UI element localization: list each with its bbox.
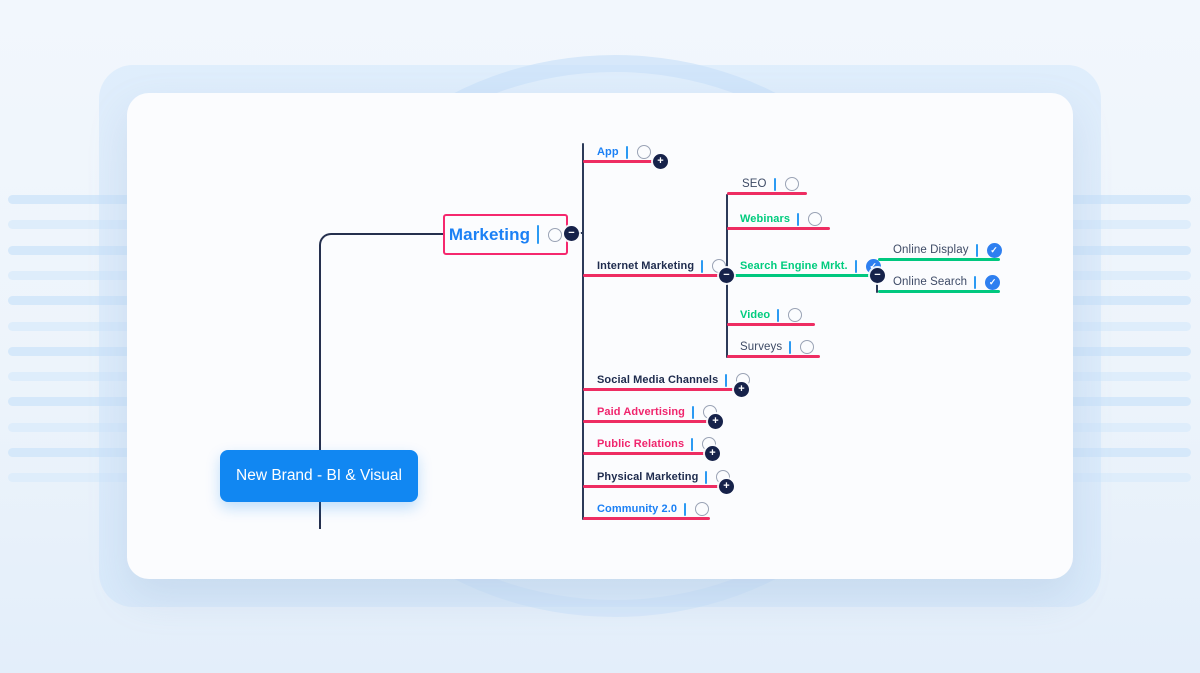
node-social-media-channels[interactable]: Social Media Channels (597, 370, 751, 390)
node-label: Marketing (448, 224, 531, 244)
check-icon: ✓ (988, 276, 997, 287)
expand-button-physical-marketing[interactable]: + (719, 479, 734, 494)
collapse-button-internet-marketing[interactable]: − (719, 268, 734, 283)
checkbox-checked[interactable]: ✓ (985, 274, 1001, 290)
node-video[interactable]: Video (740, 305, 803, 325)
checkbox-unchecked[interactable] (784, 177, 799, 191)
branch-line-social-media-channels (583, 388, 736, 391)
root-connector-line (319, 233, 443, 529)
trunk-link-line (574, 232, 584, 234)
branch-line-online-search (878, 290, 1000, 293)
expand-button-paid-advertising[interactable]: + (708, 414, 723, 429)
node-label: Online Search (893, 276, 968, 288)
branch-line-physical-marketing (583, 485, 720, 488)
node-seo[interactable]: SEO (742, 174, 799, 194)
branch-line-surveys (727, 355, 820, 358)
root-node[interactable]: New Brand - BI & Visual (220, 450, 418, 502)
checkbox-unchecked[interactable] (800, 340, 815, 354)
node-public-relations[interactable]: Public Relations (597, 434, 717, 454)
node-label: Surveys (740, 341, 783, 353)
node-label: Social Media Channels (597, 374, 719, 386)
marketing-node[interactable]: Marketing (443, 214, 568, 255)
node-label: Paid Advertising (597, 406, 685, 418)
text-cursor-icon (625, 145, 628, 159)
expand-button-public-relations[interactable]: + (705, 446, 720, 461)
main-trunk-line (582, 143, 584, 520)
collapse-button-search-engine-mrkt[interactable]: − (870, 268, 885, 283)
checkbox-checked[interactable]: ✓ (986, 242, 1002, 258)
text-cursor-icon (854, 259, 857, 273)
text-cursor-icon (684, 502, 687, 516)
checkbox-unchecked[interactable] (808, 212, 823, 226)
expand-button-app[interactable]: + (653, 154, 668, 169)
branch-line-internet-marketing (583, 274, 720, 277)
node-label: App (597, 146, 619, 158)
node-label: Video (740, 309, 771, 321)
text-cursor-icon (537, 225, 540, 244)
branch-line-paid-advertising (583, 420, 710, 423)
text-cursor-icon (691, 437, 694, 451)
node-label: Physical Marketing (597, 471, 699, 483)
branch-line-video (727, 323, 815, 326)
branch-line-webinars (727, 227, 830, 230)
node-label: Online Display (893, 244, 969, 256)
branch-line-community-20 (583, 517, 710, 520)
text-cursor-icon (701, 259, 704, 273)
branch-line-public-relations (583, 452, 707, 455)
node-paid-advertising[interactable]: Paid Advertising (597, 402, 717, 422)
checkbox-unchecked[interactable] (695, 502, 710, 516)
collapse-button-marketing[interactable]: − (564, 226, 579, 241)
text-cursor-icon (789, 340, 792, 354)
node-online-display[interactable]: Online Display ✓ (893, 240, 1002, 260)
node-label: Search Engine Mrkt. (740, 260, 848, 272)
node-app[interactable]: App (597, 142, 651, 162)
node-label: SEO (742, 178, 767, 190)
node-community-20[interactable]: Community 2.0 (597, 499, 710, 519)
root-node-label: New Brand - BI & Visual (236, 467, 402, 484)
checkbox-unchecked[interactable] (788, 308, 803, 322)
text-cursor-icon (773, 177, 776, 191)
node-label: Community 2.0 (597, 503, 678, 515)
check-icon: ✓ (990, 244, 998, 255)
branch-line-seo (727, 192, 807, 195)
node-physical-marketing[interactable]: Physical Marketing (597, 467, 731, 487)
node-label: Public Relations (597, 438, 685, 450)
text-cursor-icon (705, 470, 708, 484)
node-label: Internet Marketing (597, 260, 695, 272)
node-internet-marketing[interactable]: Internet Marketing (597, 256, 727, 276)
check-icon: ✓ (869, 260, 877, 271)
text-cursor-icon (692, 405, 694, 419)
text-cursor-icon (974, 275, 977, 289)
node-webinars[interactable]: Webinars (740, 209, 823, 229)
node-online-search[interactable]: Online Search ✓ (893, 272, 1001, 292)
branch-line-app (583, 160, 656, 163)
text-cursor-icon (777, 308, 780, 322)
checkbox-unchecked[interactable] (548, 227, 563, 242)
text-cursor-icon (797, 212, 800, 226)
expand-button-social-media-channels[interactable]: + (734, 382, 749, 397)
node-label: Webinars (740, 213, 791, 225)
text-cursor-icon (975, 243, 978, 257)
checkbox-unchecked[interactable] (636, 145, 651, 159)
node-surveys[interactable]: Surveys (740, 337, 815, 357)
node-search-engine-mrkt[interactable]: Search Engine Mrkt. ✓ (740, 256, 881, 276)
branch-line-search-engine-mrkt (727, 274, 872, 277)
text-cursor-icon (725, 373, 728, 387)
branch-line-online-display (878, 258, 1000, 261)
